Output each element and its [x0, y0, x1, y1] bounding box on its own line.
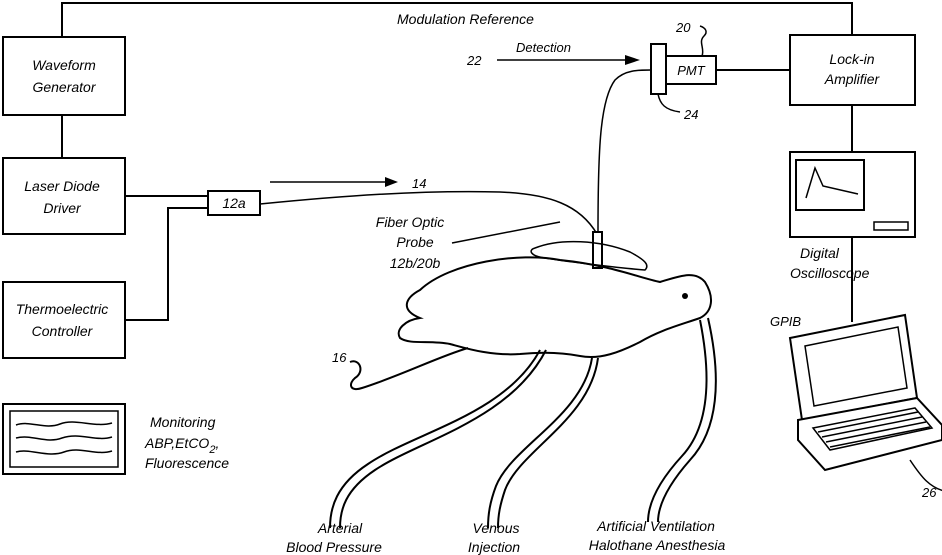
rabbit-eye	[682, 293, 688, 299]
waveform-generator-box	[3, 37, 125, 115]
arterial-label-1: Arterial	[317, 520, 363, 536]
laser-diode-driver-label-1: Laser Diode	[24, 178, 100, 194]
laser-12a-label: 12a	[222, 195, 246, 211]
detection-arrowhead	[625, 55, 640, 65]
lockin-amplifier-box	[790, 35, 915, 105]
ref-24-leader	[658, 94, 680, 112]
arterial-label-2: Blood Pressure	[286, 539, 382, 555]
ref-26: 26	[921, 485, 937, 500]
emission-arrowhead	[385, 177, 398, 187]
waveform-generator-label-2: Generator	[32, 79, 96, 95]
monitor-box	[3, 404, 125, 474]
oscilloscope-screen	[796, 160, 864, 210]
laser-diode-driver-label-2: Driver	[43, 200, 82, 216]
monitoring-label-1: Monitoring	[150, 414, 216, 430]
lockin-label-2: Amplifier	[824, 71, 881, 87]
thermoelectric-controller-label-2: Controller	[32, 323, 94, 339]
probe-label-3: 12b/20b	[390, 255, 441, 271]
ref-20: 20	[675, 20, 691, 35]
waveform-generator-label-1: Waveform	[32, 57, 96, 73]
detection-label: Detection	[516, 40, 571, 55]
thermoelectric-controller-label-1: Thermoelectric	[16, 301, 109, 317]
rabbit-body	[399, 257, 711, 357]
oscilloscope-label-2: Oscilloscope	[790, 265, 870, 281]
ventilation-line-inner	[648, 320, 706, 522]
arterial-line-outer	[340, 350, 546, 528]
laser-diode-driver-box	[3, 158, 125, 234]
ref-16: 16	[332, 350, 347, 365]
thermoelectric-controller-box	[3, 282, 125, 358]
ref-24: 24	[683, 107, 698, 122]
ventilation-label-2: Halothane Anesthesia	[589, 537, 726, 553]
pmt-label: PMT	[677, 63, 706, 78]
fiber-16	[350, 348, 468, 389]
rabbit-ear	[531, 242, 647, 270]
controller-to-laser-wire	[125, 208, 208, 320]
venous-label-2: Injection	[468, 539, 520, 555]
venous-label-1: Venous	[473, 520, 520, 536]
monitoring-label-3: Fluorescence	[145, 455, 229, 471]
venous-line-inner	[488, 358, 592, 528]
probe-label-1: Fiber Optic	[376, 214, 444, 230]
pmt-filter	[651, 44, 666, 94]
monitoring-label-2: ABP,EtCO2,	[144, 435, 219, 456]
probe-leader-line	[452, 222, 560, 243]
ventilation-label-1: Artificial Ventilation	[596, 518, 715, 534]
ref-22: 22	[466, 53, 482, 68]
lockin-label-1: Lock-in	[829, 51, 874, 67]
probe-label-2: Probe	[396, 234, 434, 250]
detection-fiber	[598, 70, 651, 232]
ref-14: 14	[412, 176, 426, 191]
gpib-label: GPIB	[770, 314, 801, 329]
modulation-reference-label: Modulation Reference	[397, 11, 534, 27]
ventilation-line-outer	[658, 318, 716, 522]
oscilloscope-label-1: Digital	[800, 245, 840, 261]
fiber-optic-probe	[593, 232, 602, 268]
ref-20-leader	[700, 26, 706, 56]
